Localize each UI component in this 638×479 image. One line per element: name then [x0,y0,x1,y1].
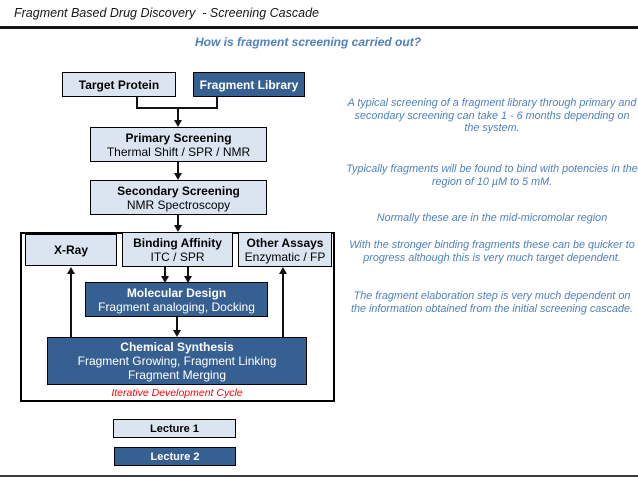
other-assays-title: Other Assays [246,235,324,250]
header-divider [0,26,638,29]
binding-affinity-methods: ITC / SPR [150,249,205,264]
arrow-down-icon [173,173,182,180]
molecular-design-title: Molecular Design [126,285,227,300]
xray-box: X-Ray [25,234,117,266]
note-paragraph: The fragment elaboration step is very mu… [350,290,634,315]
secondary-screening-title: Secondary Screening [117,183,240,198]
note-paragraph: Normally these are in the mid-micromolar… [376,212,608,224]
other-assays-box: Other Assays Enzymatic / FP [238,232,332,267]
xray-label: X-Ray [53,243,88,257]
arrow-up-icon [278,267,287,274]
binding-affinity-title: Binding Affinity [133,235,222,250]
lecture1-box: Lecture 1 [113,419,236,438]
connector-line [177,215,179,226]
arrow-down-icon [173,120,182,127]
note-paragraph: A typical screening of a fragment librar… [347,97,637,134]
arrow-down-icon [183,276,192,283]
chemical-synthesis-methods-1: Fragment Growing, Fragment Linking [77,354,277,368]
primary-screening-title: Primary Screening [125,130,232,145]
secondary-screening-box: Secondary Screening NMR Spectroscopy [90,180,267,215]
molecular-design-box: Molecular Design Fragment analoging, Doc… [85,282,268,317]
lecture1-label: Lecture 1 [150,422,199,435]
connector-line [187,267,189,277]
arrow-down-icon [160,276,169,283]
connector-line [70,273,72,337]
chemical-synthesis-title: Chemical Synthesis [120,340,234,354]
connector-line [216,96,218,109]
primary-screening-methods: Thermal Shift / SPR / NMR [106,144,251,159]
connector-line [136,96,138,109]
note-paragraph: With the stronger binding fragments thes… [349,239,635,264]
target-protein-label: Target Protein [78,77,160,92]
arrow-up-icon [66,267,75,274]
connector-line [177,107,179,121]
connector-line [177,162,179,174]
chemical-synthesis-methods-2: Fragment Merging [127,368,227,382]
lecture2-label: Lecture 2 [150,450,200,463]
footer-divider [0,475,638,477]
chemical-synthesis-box: Chemical Synthesis Fragment Growing, Fra… [47,337,307,385]
secondary-screening-methods: NMR Spectroscopy [126,197,231,212]
iterative-cycle-label: Iterative Development Cycle [111,387,243,399]
note-paragraph: Typically fragments will be found to bin… [346,163,638,188]
fragment-library-label: Fragment Library [199,77,299,92]
other-assays-methods: Enzymatic / FP [244,249,326,264]
fragment-library-box: Fragment Library [193,72,305,97]
arrow-down-icon [172,330,181,337]
connector-line [164,267,166,277]
arrow-down-icon [173,225,182,232]
binding-affinity-box: Binding Affinity ITC / SPR [122,232,233,267]
page-subtitle: How is fragment screening carried out? [194,35,422,49]
primary-screening-box: Primary Screening Thermal Shift / SPR / … [90,127,267,162]
target-protein-box: Target Protein [62,72,176,97]
connector-line [176,317,178,331]
page-title: Fragment Based Drug Discovery - Screenin… [14,6,319,20]
molecular-design-methods: Fragment analoging, Docking [98,299,255,314]
connector-line [282,273,284,337]
lecture2-box: Lecture 2 [114,447,236,466]
